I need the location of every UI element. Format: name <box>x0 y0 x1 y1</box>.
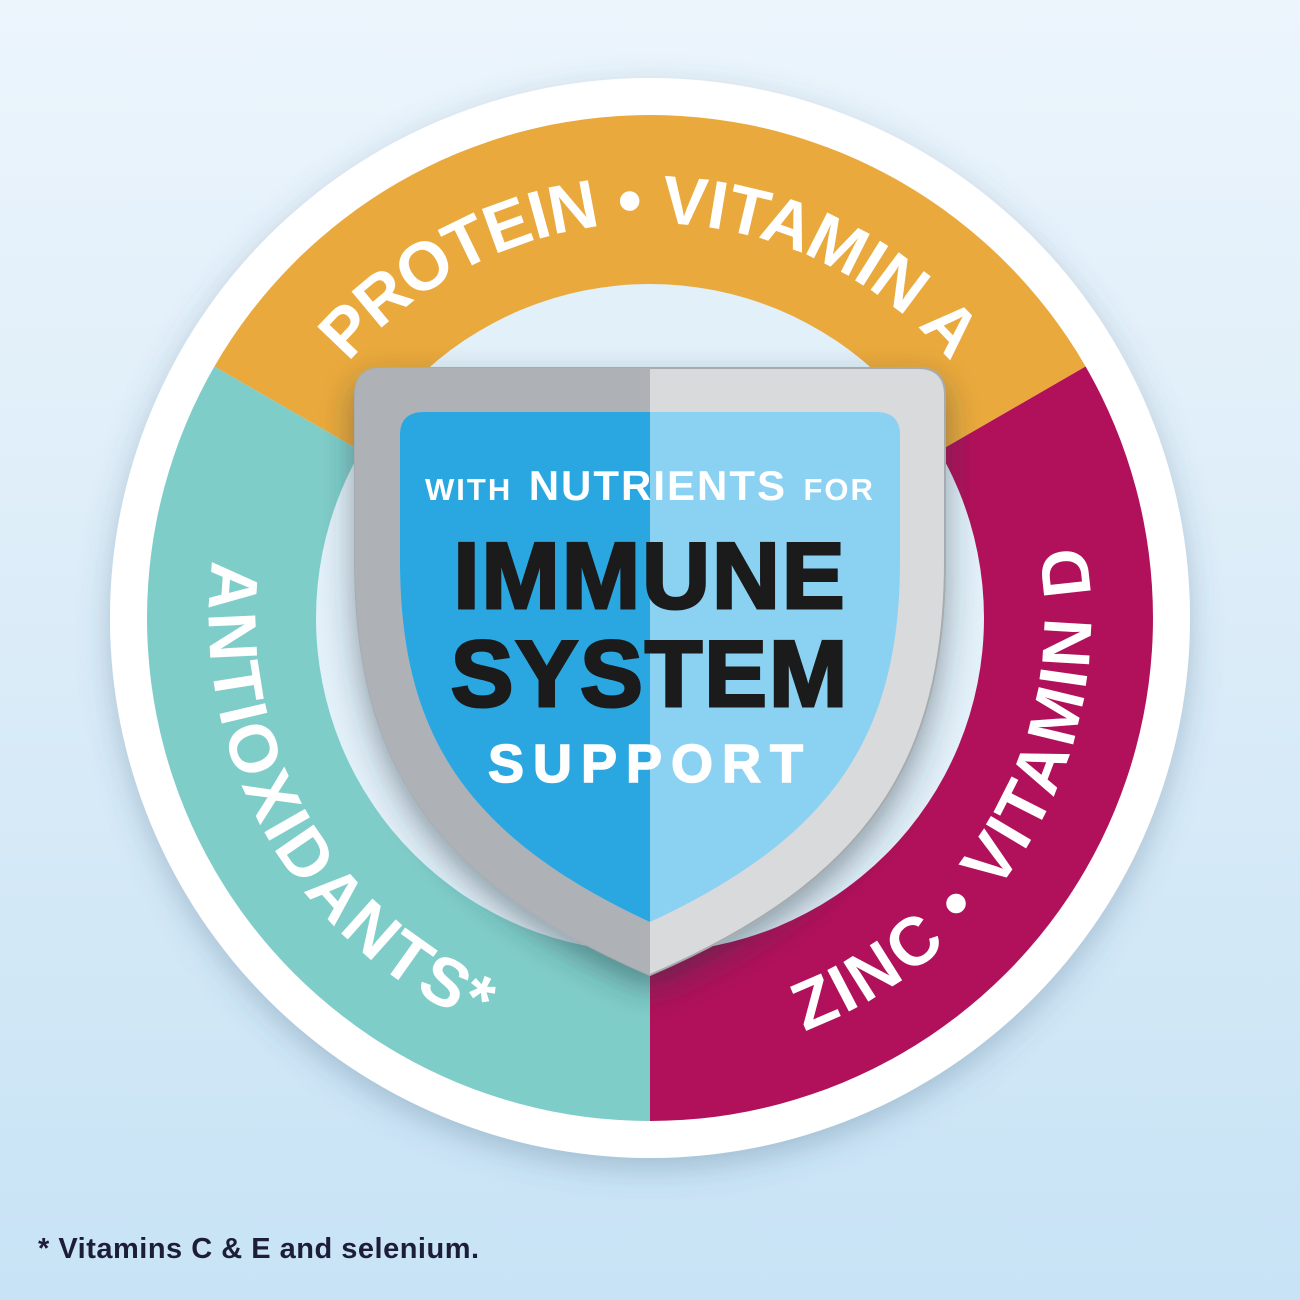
shield-eyebrow-nutrients: NUTRIENTS <box>529 462 787 509</box>
shield-eyebrow: WITH NUTRIENTS FOR <box>425 462 875 509</box>
segment-zinc-vitamin-d <box>650 366 1153 1121</box>
shield-icon <box>354 367 946 977</box>
shield-eyebrow-with: WITH <box>425 472 512 507</box>
shield-face-left <box>400 412 650 922</box>
segment-antioxidants <box>147 366 651 1121</box>
shield-headline-system: SYSTEM <box>451 621 850 726</box>
segment-protein-vitamin-a <box>214 115 1086 452</box>
shield-eyebrow-for: FOR <box>804 472 875 507</box>
shield-headline-immune: IMMUNE <box>453 523 846 628</box>
shield-subline-support: SUPPORT <box>488 734 812 794</box>
footnote: * Vitamins C & E and selenium. <box>38 1233 480 1265</box>
